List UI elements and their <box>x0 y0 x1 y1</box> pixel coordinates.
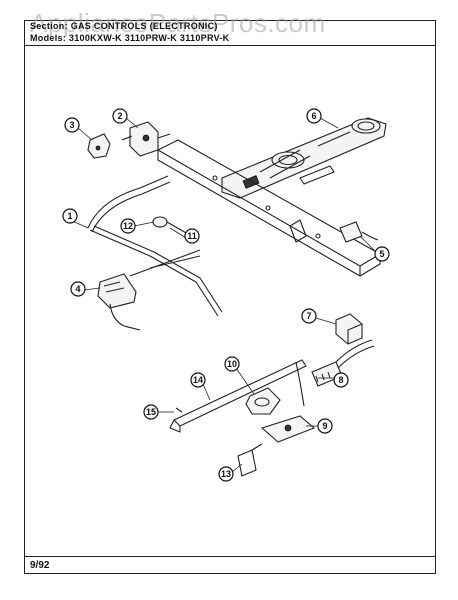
callout-7: 7 <box>301 308 317 324</box>
callout-13: 13 <box>218 466 234 482</box>
svg-text:5: 5 <box>379 249 384 259</box>
svg-text:15: 15 <box>146 407 156 417</box>
callout-11: 11 <box>184 228 200 244</box>
footer-date: 9/92 <box>30 560 50 571</box>
callout-5: 5 <box>374 246 390 262</box>
svg-text:2: 2 <box>117 111 122 121</box>
svg-text:1: 1 <box>67 211 72 221</box>
callout-6: 6 <box>306 108 322 124</box>
burner-assembly <box>221 117 387 199</box>
callout-8: 8 <box>333 372 349 388</box>
section-title: Section: GAS CONTROLS (ELECTRONIC) <box>30 21 218 31</box>
footer-divider <box>24 556 436 557</box>
svg-text:14: 14 <box>193 375 203 385</box>
ignition-module <box>97 273 141 331</box>
small-bracket <box>87 133 111 159</box>
svg-text:3: 3 <box>69 120 74 130</box>
callout-14: 14 <box>190 372 206 388</box>
svg-text:13: 13 <box>221 469 231 479</box>
callout-2: 2 <box>112 108 128 124</box>
svg-text:12: 12 <box>123 221 133 231</box>
callout-15: 15 <box>143 404 159 420</box>
models-line: Models: 3100KXW-K 3110PRW-K 3110PRV-K <box>30 33 230 43</box>
svg-text:7: 7 <box>306 311 311 321</box>
diagram-frame <box>24 20 436 574</box>
svg-text:4: 4 <box>75 284 80 294</box>
callout-1: 1 <box>62 208 78 224</box>
svg-text:8: 8 <box>338 375 343 385</box>
switch-part <box>339 221 379 243</box>
callout-3: 3 <box>64 117 80 133</box>
svg-text:9: 9 <box>322 421 327 431</box>
callout-12: 12 <box>120 218 136 234</box>
lower-valve-assembly <box>169 359 316 477</box>
valve-part <box>121 121 171 157</box>
header-divider <box>24 45 436 46</box>
relay-block <box>335 313 363 345</box>
svg-text:6: 6 <box>311 111 316 121</box>
callout-10: 10 <box>224 356 240 372</box>
orifice-part <box>152 216 189 235</box>
rod-part <box>129 249 201 277</box>
callout-9: 9 <box>317 418 333 434</box>
svg-text:11: 11 <box>187 231 197 241</box>
callout-4: 4 <box>70 281 86 297</box>
svg-text:10: 10 <box>227 359 237 369</box>
